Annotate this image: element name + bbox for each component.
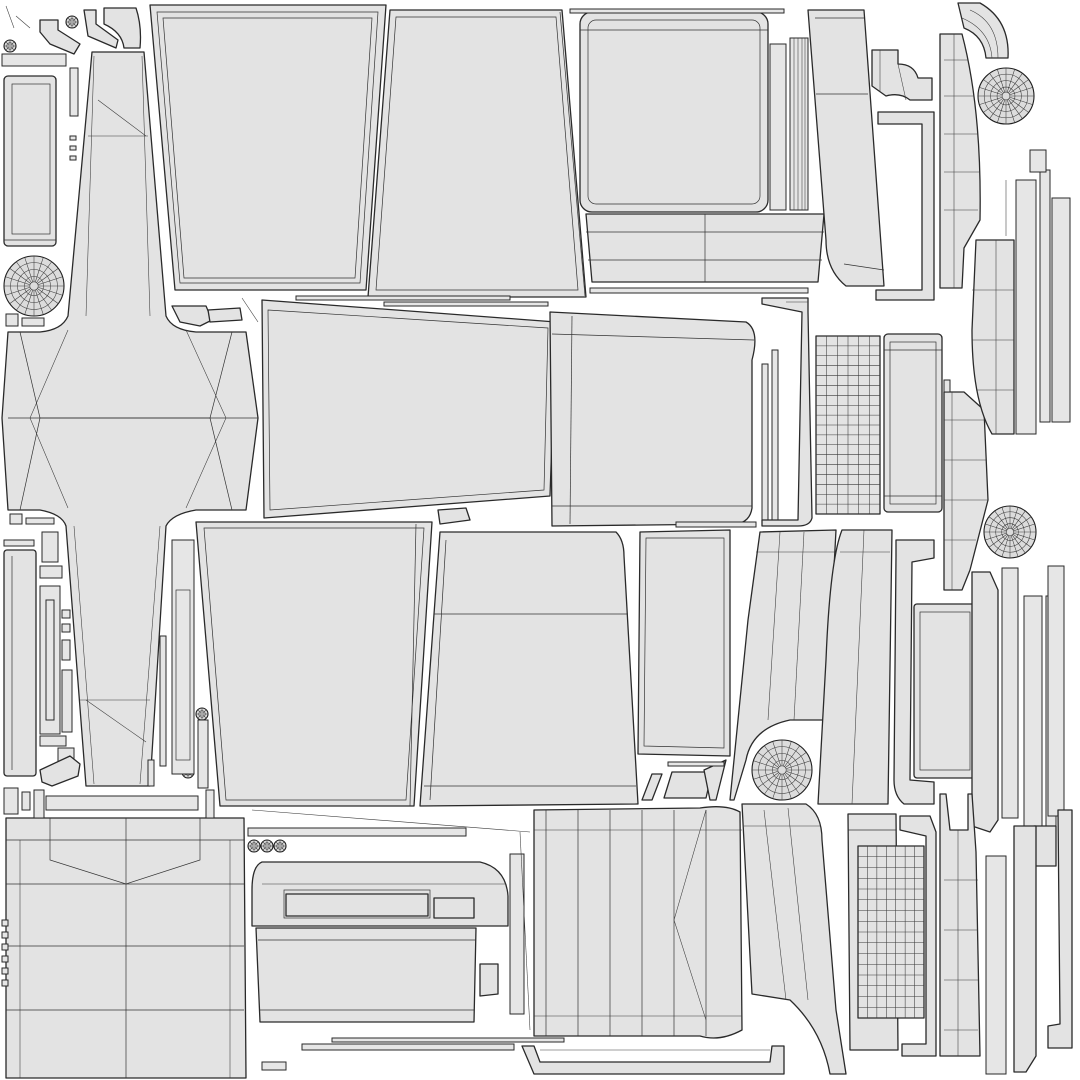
uv-island-bottom-long-strips [247, 809, 565, 1071]
uv-island-wheel-hub-1 [977, 67, 1035, 125]
uv-island-middle-thin-column [147, 539, 209, 789]
uv-island-rear-side-column [939, 793, 981, 1057]
uv-island-frame-box [579, 11, 769, 213]
uv-island-left-door [3, 75, 57, 247]
uv-island-ribbed-strips [769, 37, 809, 211]
uv-island-wheel-small-1 [3, 39, 17, 53]
uv-island-rear-frame [899, 815, 937, 1057]
uv-island-dashboard [251, 861, 509, 927]
uv-island-side-panel-large-2 [419, 531, 639, 807]
uv-island-wheel-hub-3 [983, 505, 1037, 559]
uv-island-right-strips [1005, 149, 1071, 435]
uv-island-fender-panel [741, 803, 847, 1075]
uv-island-roof-panel [261, 299, 557, 519]
uv-island-rear-top-trim [1, 787, 215, 987]
uv-island-side-panel-right-1 [943, 379, 989, 591]
uv-island-small-clip [437, 507, 471, 525]
uv-island-grille-block [815, 335, 881, 515]
uv-island-wheel-small-2 [65, 15, 79, 29]
uv-island-wheel-arch-2 [817, 529, 893, 805]
uv-island-right-inner-panel [913, 603, 977, 779]
uv-island-curved-piece-2 [957, 2, 1009, 59]
uv-island-wheel-small-7 [273, 839, 287, 853]
uv-island-right-tall-panel [971, 239, 1015, 435]
uv-island-long-strip-1 [589, 287, 809, 294]
uv-island-wheel-hub-4 [751, 739, 813, 801]
uv-island-left-small-parts [3, 313, 63, 579]
uv-island-far-right-strips [985, 825, 1037, 1075]
uv-island-curved-piece-1 [871, 49, 933, 101]
uv-island-radiator-box [883, 333, 943, 513]
uv-island-panel-large-2 [367, 9, 587, 298]
uv-island-side-panel-large [195, 521, 433, 807]
uv-island-door-panel-right [807, 9, 885, 287]
uv-island-top-left-brackets [5, 5, 142, 55]
uv-island-wheel-small-3 [195, 707, 209, 721]
uv-island-hood-side-strips [675, 297, 813, 528]
uv-island-left-column-parts [39, 585, 81, 787]
uv-island-floor-panel-center [533, 806, 743, 1039]
uv-island-left-tall-strip [3, 549, 37, 777]
uv-island-hood-panel [549, 311, 756, 527]
uv-island-wheel-arch-1 [729, 529, 837, 801]
uv-island-wheel-hub-2 [3, 255, 65, 317]
uv-island-rear-floor [5, 817, 247, 1079]
uv-island-window-panel [637, 529, 731, 757]
uv-island-panel-large-1 [149, 4, 387, 291]
uv-island-bottom-rail [521, 1045, 785, 1075]
uv-island-wheel-small-5 [247, 839, 261, 853]
uv-island-dashboard-lower [255, 927, 477, 1023]
uv-island-bent-pipe [875, 111, 935, 301]
uv-island-top-strip [569, 8, 785, 14]
uv-island-dashboard-side [479, 831, 531, 1031]
uv-island-rear-grille [847, 813, 925, 1051]
uv-island-right-frame-1 [893, 539, 935, 805]
uv-island-mid-connector [171, 297, 259, 327]
uv-island-long-strip-2 [295, 295, 549, 307]
uv-island-left-trim [1, 53, 79, 161]
uv-island-lower-brackets [641, 759, 727, 801]
uv-island-panel-bottom-tray [585, 213, 825, 283]
uv-island-side-panel-column [939, 33, 981, 289]
uv-island-wheel-small-6 [260, 839, 274, 853]
